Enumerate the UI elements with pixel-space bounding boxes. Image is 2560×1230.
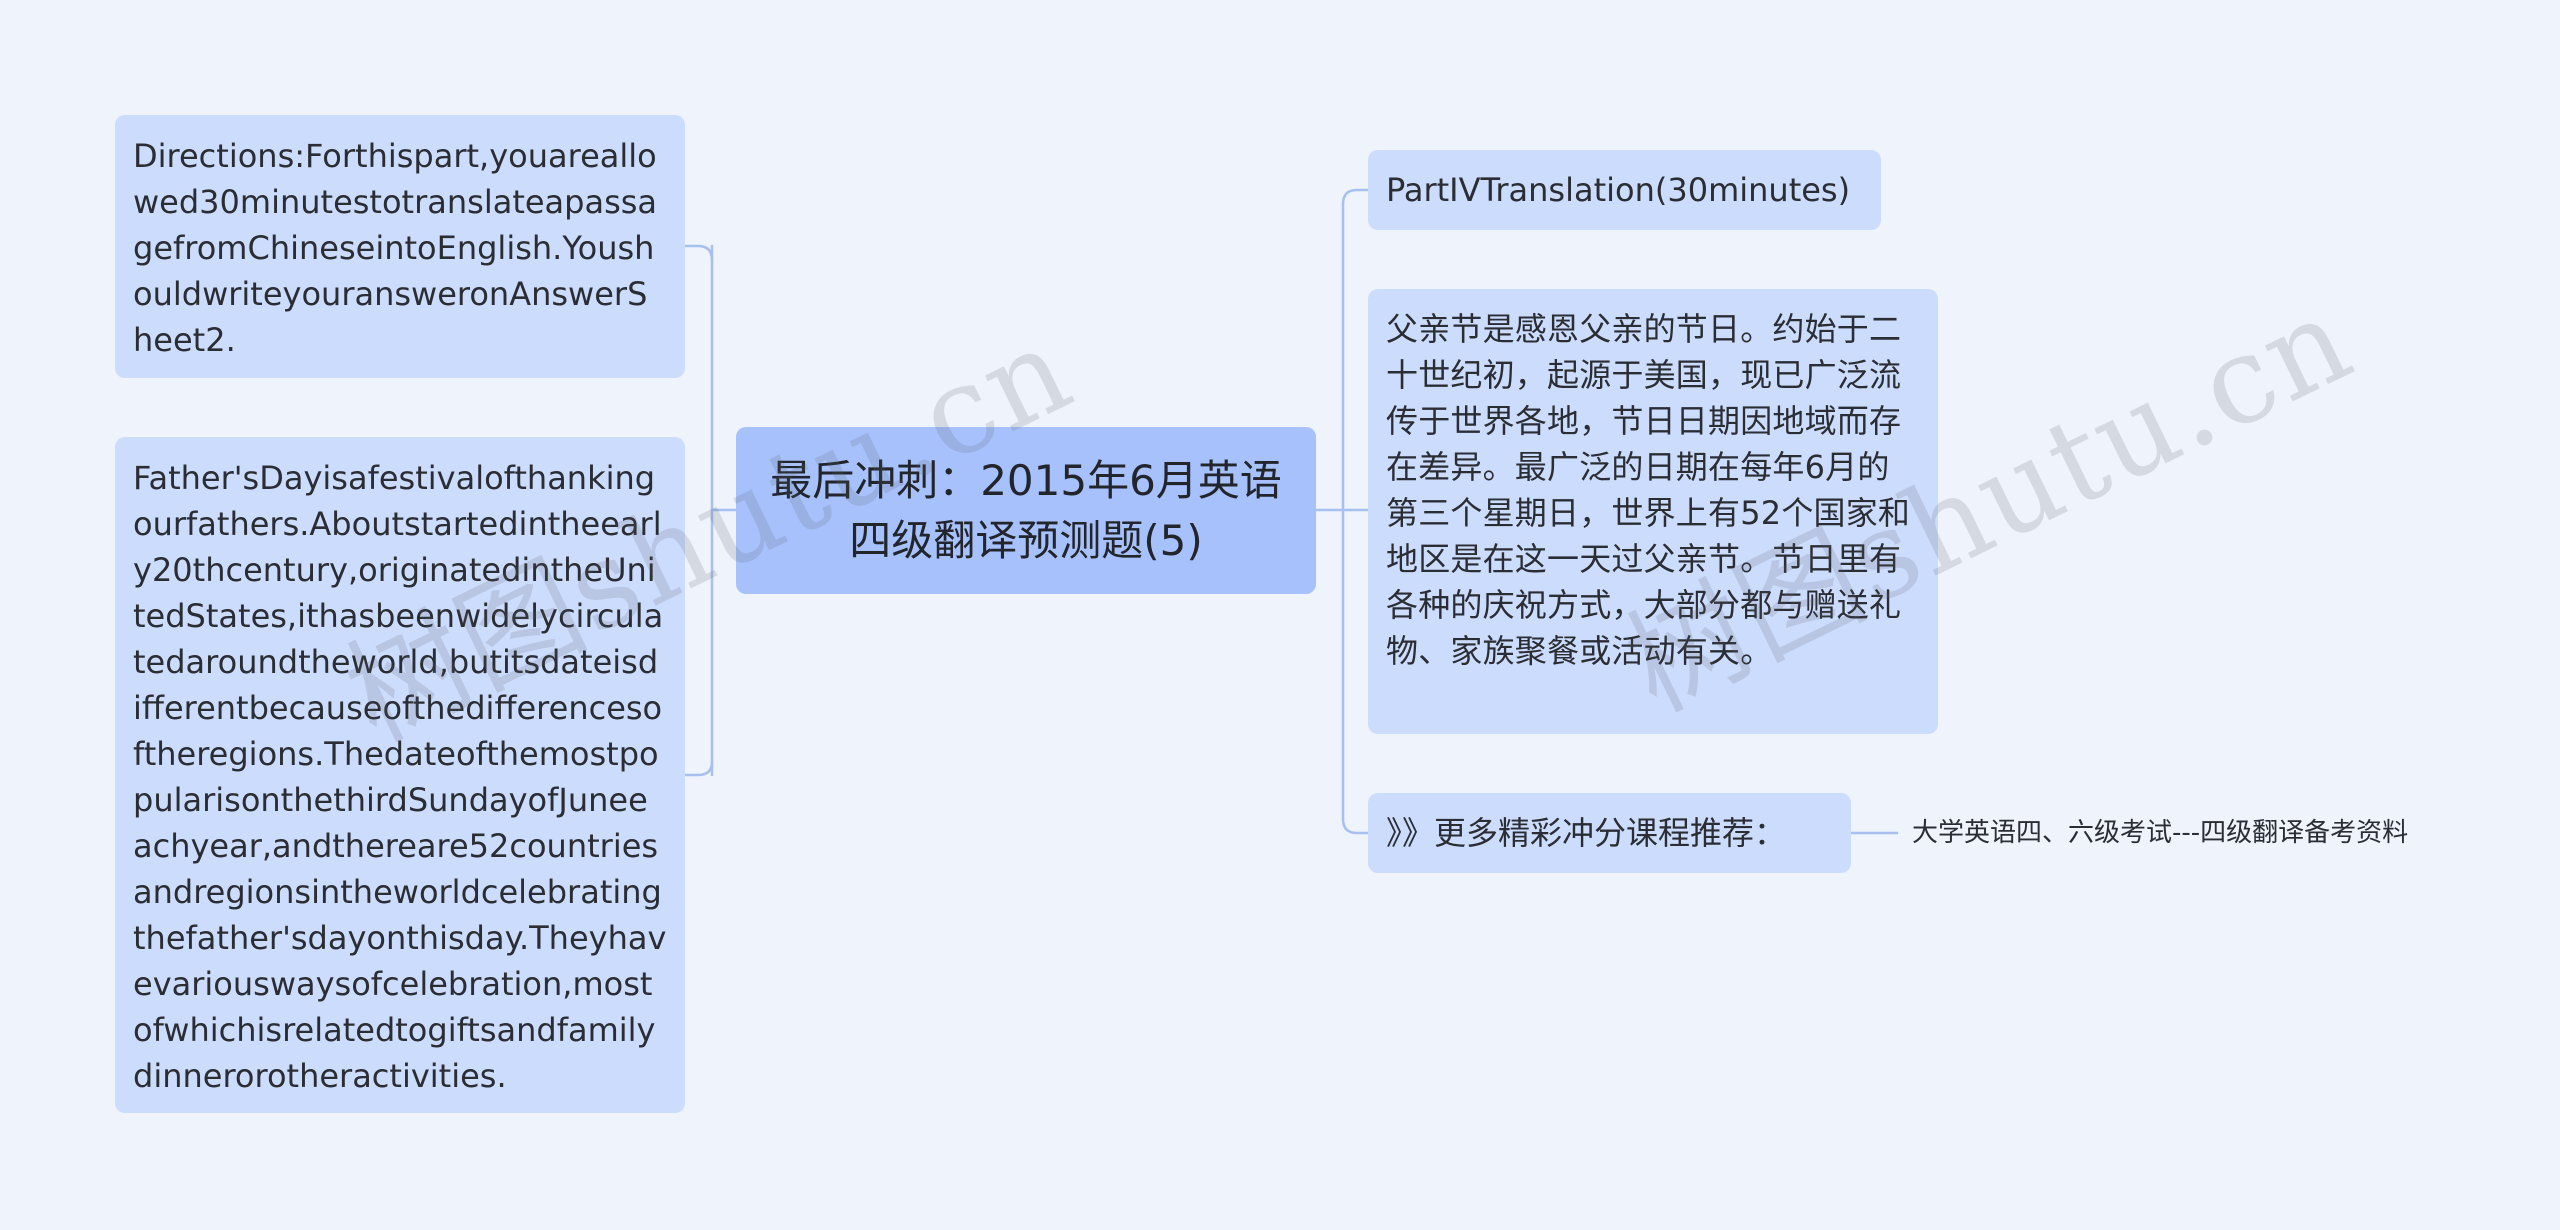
right-node-chinese-passage[interactable]: 父亲节是感恩父亲的节日。约始于二十世纪初，起源于美国，现已广泛流传于世界各地，节…: [1368, 289, 1938, 734]
left-node-directions[interactable]: Directions:Forthispart,youareallowed30mi…: [115, 115, 685, 378]
right-node-more-courses-text: 》》更多精彩冲分课程推荐：: [1386, 814, 1787, 852]
right-node-part-title-text: PartIVTranslation(30minutes): [1386, 171, 1851, 209]
connector-left-1: [683, 244, 714, 262]
left-node-directions-text: Directions:Forthispart,youareallowed30mi…: [133, 137, 658, 359]
leaf-node-course-link[interactable]: 大学英语四、六级考试---四级翻译备考资料: [1912, 813, 2408, 853]
left-node-english-translation-text: Father'sDayisafestivalofthankingourfathe…: [133, 459, 667, 1095]
left-node-english-translation[interactable]: Father'sDayisafestivalofthankingourfathe…: [115, 437, 685, 1113]
connector-left-2: [683, 760, 714, 777]
connector-right-3: [1341, 817, 1370, 835]
right-node-part-title[interactable]: PartIVTranslation(30minutes): [1368, 150, 1881, 230]
connector-right-1: [1341, 188, 1370, 206]
right-node-chinese-passage-text: 父亲节是感恩父亲的节日。约始于二十世纪初，起源于美国，现已广泛流传于世界各地，节…: [1386, 310, 1911, 670]
root-node-title: 最后冲刺：2015年6月英语四级翻译预测题(5): [770, 455, 1282, 565]
leaf-node-course-link-text: 大学英语四、六级考试---四级翻译备考资料: [1912, 818, 2409, 848]
right-node-more-courses[interactable]: 》》更多精彩冲分课程推荐：: [1368, 793, 1851, 873]
root-node[interactable]: 最后冲刺：2015年6月英语四级翻译预测题(5): [736, 427, 1316, 594]
